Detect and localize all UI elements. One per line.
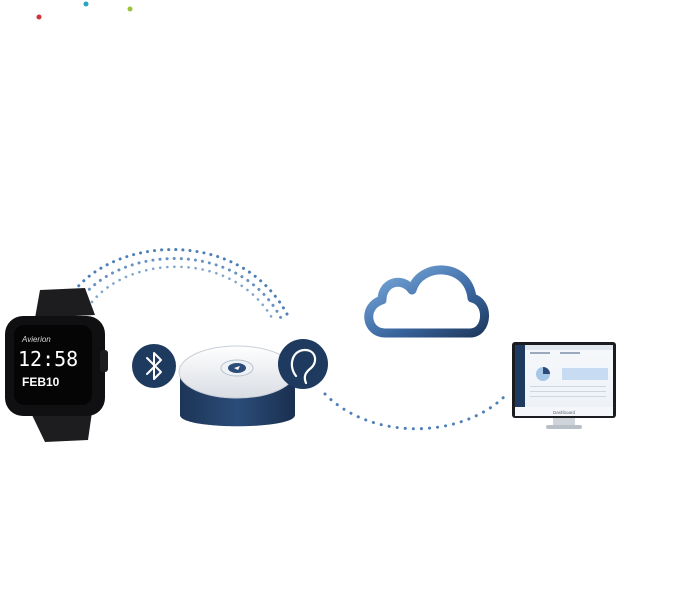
watch-brand: Avierion (21, 335, 51, 344)
dashboard-area-chart (562, 368, 608, 380)
watch-strap-bottom (32, 412, 92, 442)
desktop-monitor: Dashboard (512, 342, 616, 429)
accent-dot-green (127, 6, 133, 12)
wireless-signal-icon (290, 348, 317, 385)
watch-button (100, 350, 108, 372)
wireless-badge (278, 339, 328, 389)
watch-screen (14, 325, 92, 405)
watch-strap-top (35, 288, 95, 318)
monitor-chin (515, 407, 613, 416)
bluetooth-icon (146, 352, 162, 380)
gateway-hub (178, 345, 296, 427)
monitor-neck (553, 418, 575, 426)
watch-time: 12:58 (18, 347, 78, 371)
dotted-arc-top (68, 248, 292, 322)
accent-dots (36, 1, 133, 20)
monitor-stand (546, 425, 582, 429)
accent-dot-teal (83, 1, 89, 7)
watch-date: FEB10 (22, 375, 60, 389)
smartwatch: Avierion 12:58 FEB10 (5, 288, 108, 442)
dotted-arc-bottom (323, 392, 507, 431)
cloud-icon (364, 265, 489, 338)
bluetooth-badge (132, 344, 176, 388)
accent-dot-red (36, 14, 42, 20)
dashboard-sidebar (515, 345, 525, 407)
monitor-footer-label: Dashboard (553, 410, 576, 415)
